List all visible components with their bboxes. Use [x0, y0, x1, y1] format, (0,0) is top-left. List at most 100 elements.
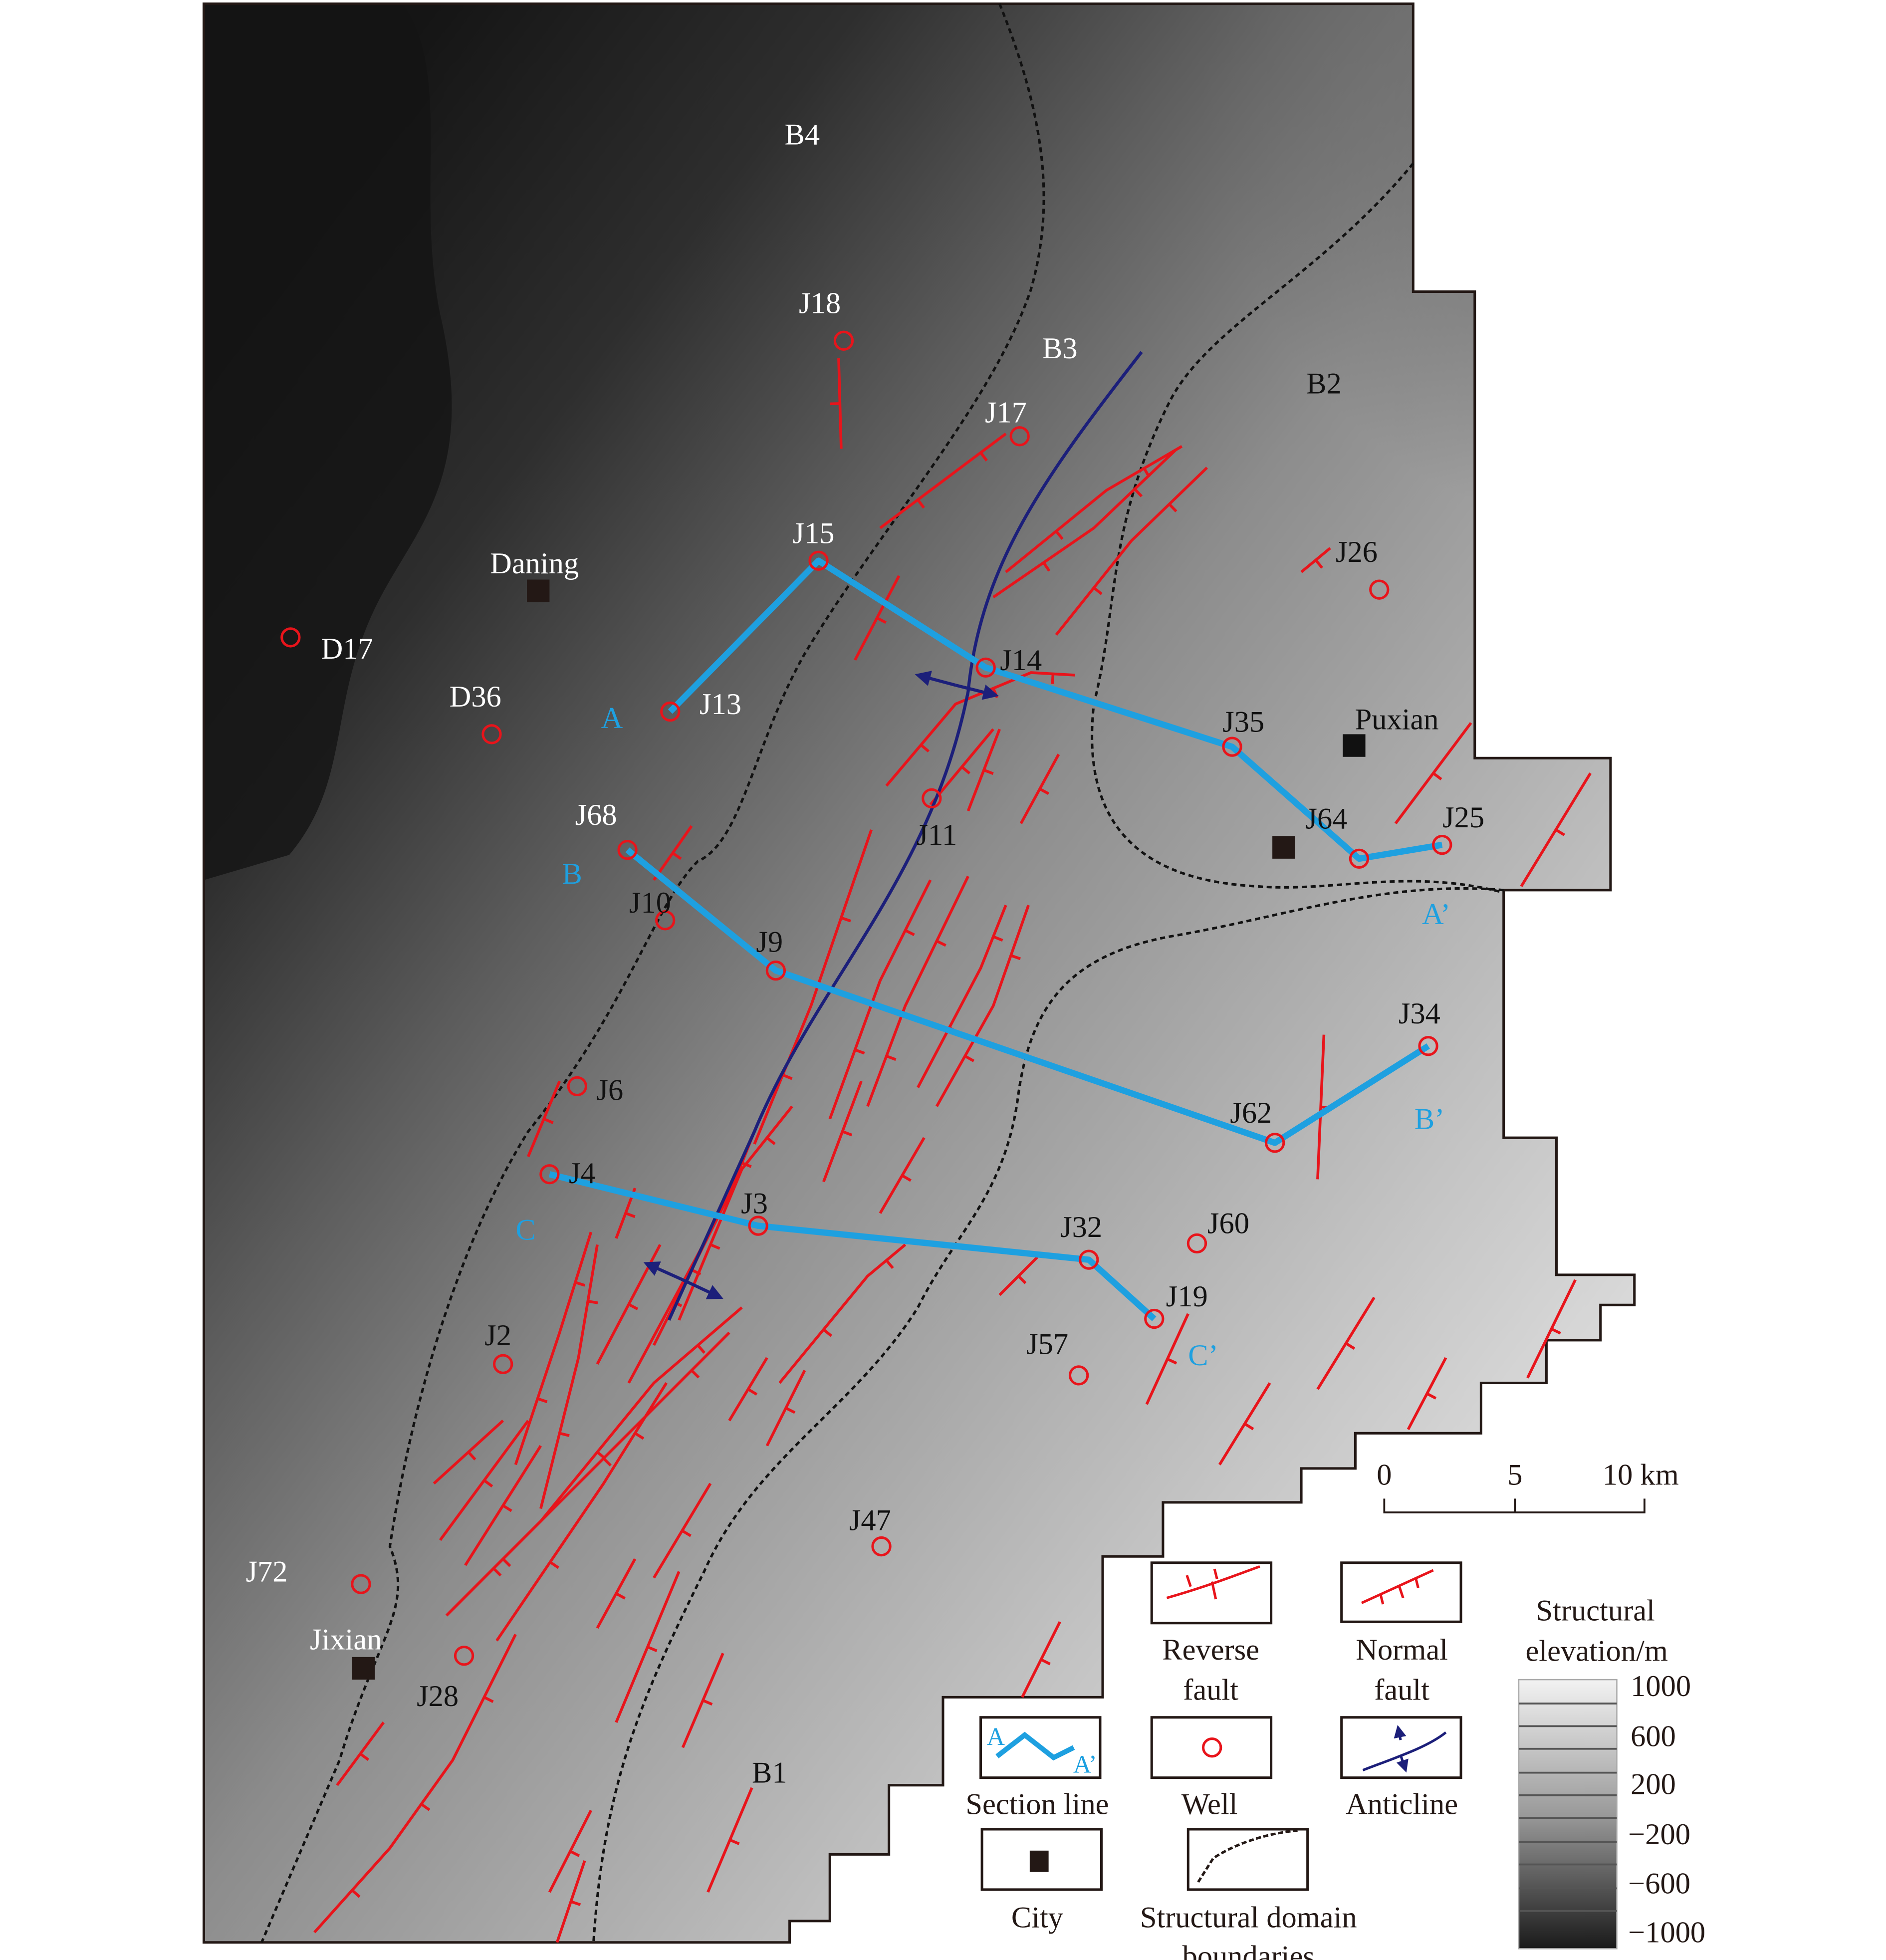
fault-tick	[842, 1130, 853, 1137]
fault-tick	[1167, 1358, 1178, 1365]
section-line-c	[548, 1171, 1157, 1321]
well-j2: J2	[484, 1319, 513, 1374]
domain-boundary	[1091, 162, 1504, 894]
fault-tick	[1134, 488, 1143, 497]
city-label-jixian: Jixian	[310, 1623, 382, 1657]
fault-tick	[359, 1752, 370, 1761]
city-marker-daning	[527, 579, 550, 602]
legend: A A’ Reverse fault Normal fault Section …	[965, 1561, 1462, 1960]
fault-tick	[1314, 559, 1324, 569]
fault-tick	[575, 1281, 586, 1287]
fault-tick	[681, 1529, 692, 1537]
well-marker	[539, 1164, 560, 1185]
well-label: D17	[321, 632, 373, 666]
domain-label-b2: B2	[1306, 367, 1342, 401]
fault-tick	[920, 743, 930, 752]
anticline-arrow	[682, 1278, 723, 1299]
fault-tick	[483, 1696, 494, 1703]
fault-tick	[917, 498, 925, 509]
well-marker	[351, 1574, 371, 1594]
fault-trace	[935, 905, 1030, 1107]
city-marker	[1272, 836, 1295, 859]
section-label-a-prime: A’	[1422, 898, 1450, 931]
reverse-fault-symbol	[1166, 1565, 1260, 1600]
colorbar-tick: −1000	[1628, 1916, 1705, 1950]
fault-tick	[502, 1504, 512, 1512]
well-marker	[871, 1536, 892, 1557]
fault-tick	[1168, 503, 1178, 512]
well-j17: J17	[985, 396, 1030, 447]
city-label-daning: Daning	[490, 547, 579, 580]
fault-tick	[961, 765, 971, 774]
section-lines	[548, 557, 1443, 1321]
fault-tick	[569, 1850, 580, 1857]
fault-tick	[697, 1344, 706, 1354]
well-j6: J6	[567, 1074, 623, 1107]
section-line-b	[625, 847, 1430, 1146]
fault-tick	[615, 1592, 626, 1600]
domain-boundary	[260, 3, 1045, 1943]
well-label: J57	[1026, 1328, 1068, 1361]
fault-tick	[983, 768, 994, 775]
legend-anticline: Anticline	[1346, 1788, 1458, 1821]
well-label: J28	[417, 1680, 459, 1713]
fault-tick	[885, 1259, 894, 1269]
fault-tick	[502, 1558, 511, 1567]
well-marker	[1265, 1133, 1285, 1153]
well-label: J14	[1000, 644, 1042, 677]
fault-trace	[678, 1105, 793, 1321]
well-label: D36	[450, 680, 501, 714]
legend-well: Well	[1181, 1788, 1238, 1821]
fault-tick	[1345, 1342, 1356, 1350]
fault-trace	[828, 879, 932, 1120]
fault-tick	[602, 1457, 612, 1467]
fault-tick	[766, 1137, 776, 1145]
fault-tick	[1426, 1392, 1437, 1400]
well-j9: J9	[756, 925, 786, 981]
fault-tick	[1143, 468, 1151, 478]
well-label: J19	[1166, 1280, 1208, 1313]
fault-tick	[876, 616, 887, 624]
well-j64: J64	[1305, 802, 1370, 869]
fault-tick	[467, 1451, 476, 1461]
fault-tick	[1093, 586, 1103, 595]
well-j11: J11	[917, 788, 957, 852]
fault-tick	[672, 852, 682, 860]
section-label-c-prime: C’	[1188, 1339, 1218, 1372]
fault-trace	[1316, 1034, 1326, 1180]
well-marker	[922, 788, 942, 809]
fault-trace	[866, 875, 969, 1107]
fault-tick	[747, 1388, 758, 1396]
colorbar-title-line2: elevation/m	[1525, 1634, 1667, 1668]
well-marker	[655, 910, 676, 931]
well-j57: J57	[1026, 1328, 1089, 1386]
scale-tick-0: 0	[1377, 1459, 1392, 1492]
well-j32: J32	[1060, 1211, 1102, 1270]
section-label-c: C	[515, 1213, 535, 1246]
well-label: J6	[596, 1074, 623, 1107]
fault-tick	[841, 916, 851, 923]
fault-trace	[917, 905, 1007, 1088]
fault-trace	[753, 829, 873, 1145]
fault-tick	[570, 1900, 581, 1906]
fault-tick	[1551, 1327, 1561, 1335]
well-marker	[1222, 736, 1242, 757]
normal-fault-symbol	[1361, 1569, 1434, 1605]
fault-tick	[822, 1328, 832, 1337]
fault-tick	[1017, 1275, 1027, 1284]
well-j19: J19	[1144, 1280, 1208, 1329]
colorbar-tick: −200	[1628, 1818, 1690, 1851]
section-line-symbol: A A’	[987, 1722, 1097, 1778]
fault-tick	[625, 1212, 636, 1219]
fault-tick	[886, 1054, 897, 1061]
well-marker	[492, 1354, 513, 1374]
colorbar-tick: 600	[1631, 1720, 1676, 1753]
faults	[313, 358, 1592, 1943]
elevation-surface	[204, 3, 1635, 1943]
anticline	[643, 351, 1143, 1321]
well-label: J2	[484, 1319, 511, 1352]
anticline-arrow	[955, 684, 999, 700]
well-marker	[567, 1076, 587, 1097]
well-j62: J62	[1230, 1096, 1285, 1153]
section-label-a: A	[601, 702, 623, 735]
